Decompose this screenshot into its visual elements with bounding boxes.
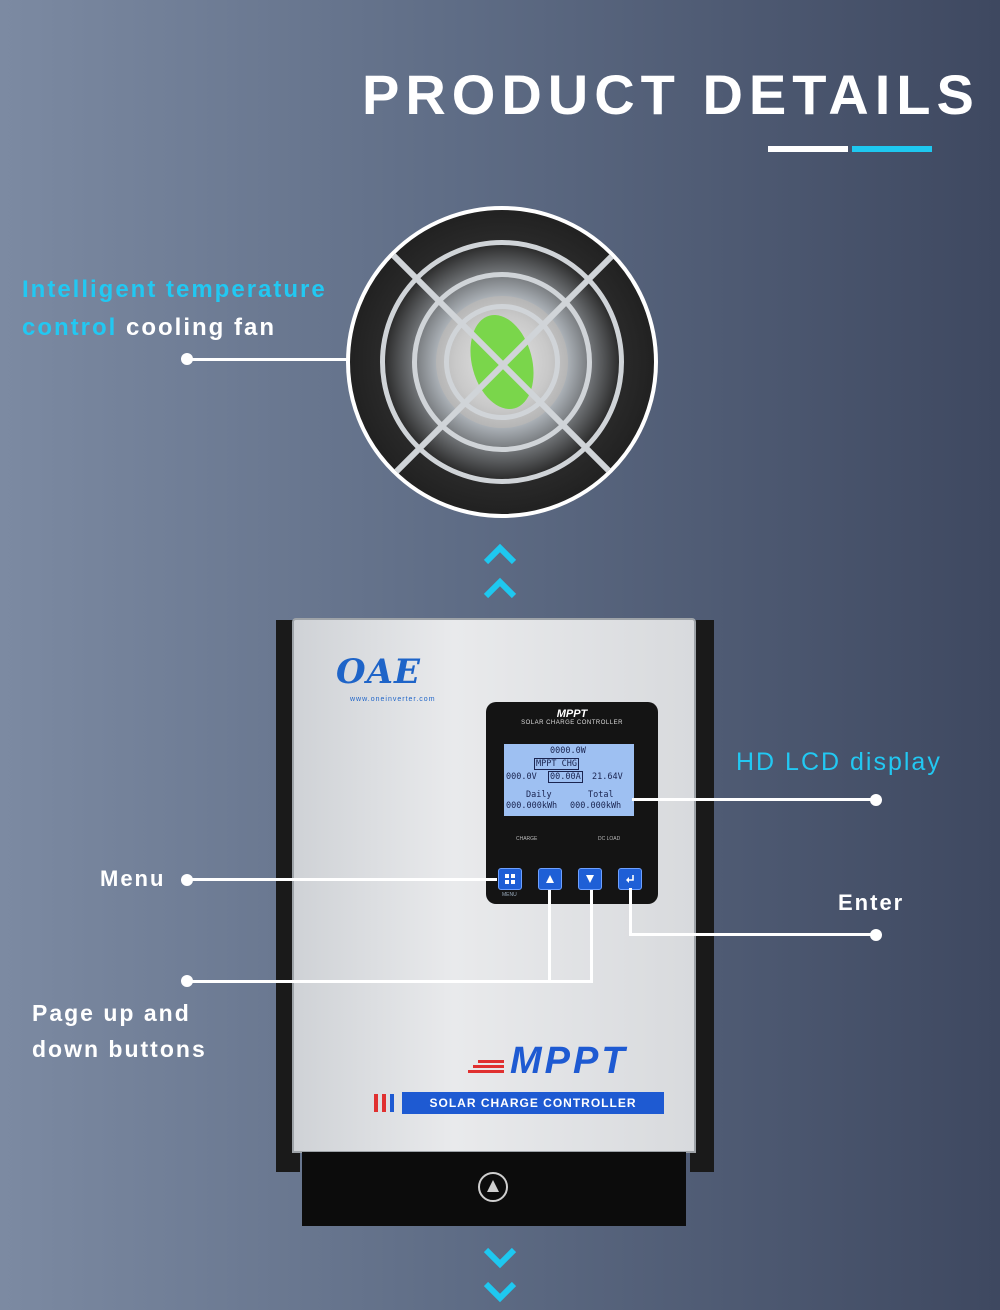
page-down-button[interactable]: [578, 868, 602, 890]
cooling-fan-closeup: [346, 206, 658, 518]
lcd-daily-value: 000.000kWh: [506, 801, 558, 811]
brand-logo: OAE: [336, 652, 421, 692]
lcd-mode: MPPT CHG: [534, 758, 579, 770]
enter-button[interactable]: [618, 868, 642, 890]
page-up-callout-line: [548, 890, 551, 982]
double-chevron-down-icon: [483, 1247, 517, 1303]
lcd-callout-line: [632, 798, 876, 801]
fan-callout-line: [187, 358, 349, 361]
fan-callout-control: control: [22, 314, 118, 341]
enter-callout-line-horizontal: [629, 933, 876, 936]
charge-controller-base: [302, 1152, 686, 1226]
mppt-speed-stripes: [468, 1060, 504, 1073]
title-underline-cyan: [852, 146, 932, 152]
fan-callout-cooling-fan: cooling fan: [126, 314, 276, 341]
grid-icon: [505, 874, 515, 884]
page-down-callout-line: [590, 890, 593, 982]
lcd-panel-title: MPPT: [556, 708, 588, 720]
triangle-down-icon: [586, 875, 594, 883]
enter-callout-dot: [870, 929, 882, 941]
menu-button[interactable]: [498, 868, 522, 890]
lcd-daily-label: Daily: [526, 790, 552, 800]
lcd-panel-subtitle: SOLAR CHARGE CONTROLLER: [521, 720, 623, 726]
solar-charge-controller-banner: SOLAR CHARGE CONTROLLER: [402, 1092, 664, 1114]
brand-url: www.oneinverter.com: [350, 696, 436, 703]
banner-stripes: [374, 1094, 394, 1112]
dc-load-indicator-label: DC LOAD: [598, 836, 621, 842]
enter-icon: [626, 875, 634, 883]
fan-guard-ring-outer: [380, 240, 624, 484]
lcd-panel: MPPT SOLAR CHARGE CONTROLLER 0000.0W MPP…: [486, 702, 658, 904]
page-callout-line1: Page up and: [32, 1000, 191, 1026]
page-callout-line2: down buttons: [32, 1036, 207, 1062]
menu-button-label: MENU: [502, 892, 517, 898]
lcd-total-value: 000.000kWh: [570, 801, 622, 811]
page-title: PRODUCT DETAILS: [362, 63, 980, 126]
power-icon[interactable]: [478, 1172, 508, 1202]
lcd-voltage-in: 000.0V: [506, 772, 537, 782]
lcd-callout-dot: [870, 794, 882, 806]
triangle-up-icon: [546, 875, 554, 883]
double-chevron-up-icon: [483, 543, 517, 599]
charge-indicator-label: CHARGE: [516, 836, 538, 842]
lcd-power: 0000.0W: [550, 746, 586, 756]
menu-callout: Menu: [100, 866, 166, 891]
lcd-current: 00.00A: [548, 771, 583, 783]
enter-callout-line-vertical: [629, 888, 632, 936]
page-up-button[interactable]: [538, 868, 562, 890]
mppt-front-label: MPPT: [510, 1040, 628, 1082]
fan-callout-line2: control cooling fan: [22, 314, 276, 342]
page-callout-line-horizontal: [187, 980, 593, 983]
page-callout-dot: [181, 975, 193, 987]
menu-callout-line: [187, 878, 497, 881]
fan-guard-ring-inner: [444, 304, 560, 420]
lcd-total-label: Total: [588, 790, 614, 800]
fan-guard-ring-middle: [412, 272, 592, 452]
lcd-voltage-bat: 21.64V: [592, 772, 623, 782]
enter-callout: Enter: [838, 890, 905, 915]
title-underline-white: [768, 146, 848, 152]
lcd-callout: HD LCD display: [736, 748, 942, 776]
fan-callout-line1: Intelligent temperature: [22, 276, 327, 303]
lcd-screen: 0000.0W MPPT CHG 000.0V 00.00A 21.64V Da…: [504, 744, 634, 816]
